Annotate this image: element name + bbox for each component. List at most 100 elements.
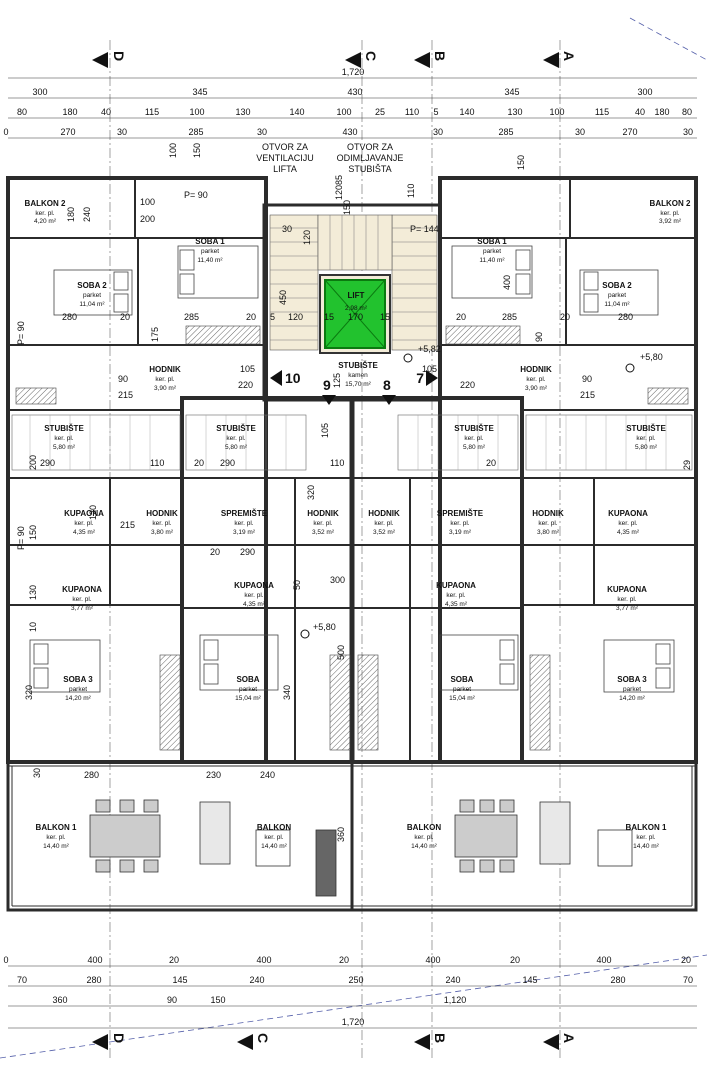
- svg-text:270: 270: [60, 127, 75, 137]
- svg-text:14,40 m²: 14,40 m²: [411, 843, 437, 850]
- svg-text:3,77 m²: 3,77 m²: [616, 605, 639, 612]
- room-label: STUBIŠTE kamen 15,70 m²: [338, 361, 378, 388]
- svg-text:LIFTA: LIFTA: [273, 164, 297, 174]
- room-label: KUPAONA ker. pl. 4,35 m²: [436, 581, 476, 608]
- svg-text:KUPAONA: KUPAONA: [62, 585, 102, 594]
- svg-text:11,04 m²: 11,04 m²: [604, 301, 630, 308]
- svg-text:140: 140: [459, 107, 474, 117]
- svg-text:100: 100: [336, 107, 351, 117]
- svg-text:270: 270: [622, 127, 637, 137]
- svg-text:200: 200: [28, 455, 38, 470]
- top-dimension-lines: [8, 77, 697, 139]
- svg-text:parket: parket: [608, 292, 626, 299]
- bottom-dimension-lines: [8, 965, 697, 1029]
- svg-text:ker. pl.: ker. pl.: [234, 520, 253, 527]
- svg-text:4,20 m²: 4,20 m²: [34, 218, 57, 225]
- room-label: STUBIŠTE ker. pl. 5,80 m²: [216, 424, 256, 451]
- svg-text:30: 30: [282, 224, 292, 234]
- svg-text:SPREMIŠTE: SPREMIŠTE: [437, 509, 484, 518]
- svg-text:100: 100: [549, 107, 564, 117]
- svg-text:150: 150: [28, 525, 38, 540]
- svg-text:BALKON: BALKON: [407, 823, 441, 832]
- svg-text:450: 450: [278, 290, 288, 305]
- svg-text:STUBIŠTA: STUBIŠTA: [348, 164, 391, 174]
- svg-text:30: 30: [683, 127, 693, 137]
- room-label: KUPAONA ker. pl. 4,35 m²: [608, 509, 648, 536]
- svg-text:115: 115: [145, 107, 159, 117]
- svg-text:400: 400: [425, 955, 440, 965]
- svg-text:BALKON 2: BALKON 2: [25, 199, 66, 208]
- svg-text:parket: parket: [201, 248, 219, 255]
- svg-text:29: 29: [682, 460, 692, 470]
- svg-text:400: 400: [596, 955, 611, 965]
- svg-text:SOBA 1: SOBA 1: [477, 237, 507, 246]
- svg-text:40: 40: [101, 107, 111, 117]
- svg-text:30: 30: [257, 127, 267, 137]
- svg-text:145: 145: [172, 975, 187, 985]
- svg-text:430: 430: [342, 127, 357, 137]
- section-mark: 10: [285, 370, 301, 386]
- svg-text:ker. pl.: ker. pl.: [660, 210, 679, 217]
- svg-text:110: 110: [405, 107, 419, 117]
- svg-text:SOBA: SOBA: [236, 675, 259, 684]
- svg-text:KUPAONA: KUPAONA: [64, 509, 104, 518]
- axis-markers-top: D C B A: [92, 51, 577, 68]
- svg-text:+5,80: +5,80: [640, 352, 663, 362]
- axis-label: B: [432, 1033, 448, 1043]
- svg-text:90: 90: [582, 374, 592, 384]
- room-label: SOBA 2 parket 11,04 m²: [77, 281, 107, 308]
- room-label: STUBIŠTE ker. pl. 5,80 m²: [44, 424, 84, 451]
- svg-text:80: 80: [17, 107, 27, 117]
- svg-text:50: 50: [292, 580, 302, 590]
- svg-text:20: 20: [120, 312, 130, 322]
- room-label: SOBA 1 parket 11,40 m²: [477, 237, 507, 264]
- svg-text:290: 290: [220, 458, 235, 468]
- svg-text:220: 220: [460, 380, 475, 390]
- svg-text:+5,82: +5,82: [418, 344, 441, 354]
- svg-text:215: 215: [580, 390, 595, 400]
- room-label: HODNIK ker. pl. 3,90 m²: [520, 365, 552, 392]
- svg-text:5,80 m²: 5,80 m²: [635, 444, 658, 451]
- levels: +5,82 +5,80 +5,80: [300, 344, 663, 639]
- svg-text:300: 300: [637, 87, 652, 97]
- svg-text:120: 120: [288, 312, 303, 322]
- svg-text:11,40 m²: 11,40 m²: [479, 257, 505, 264]
- room-label: KUPAONA ker. pl. 3,77 m²: [62, 585, 102, 612]
- svg-text:SOBA 3: SOBA 3: [63, 675, 93, 684]
- bottom-dim-row-3: 360 90 150 1,120: [52, 995, 466, 1005]
- svg-text:215: 215: [118, 390, 133, 400]
- svg-text:400: 400: [502, 275, 512, 290]
- room-label: SPREMIŠTE ker. pl. 3,19 m²: [221, 509, 268, 536]
- dim-row-3: 80 180 40 115 100 130 140 100 25 110 5 1…: [17, 107, 692, 117]
- dim-row-4: 0 270 30 285 30 430 30 285 30 270 30: [3, 127, 693, 137]
- svg-text:120: 120: [334, 185, 344, 200]
- svg-text:4,35 m²: 4,35 m²: [73, 529, 96, 536]
- svg-text:parket: parket: [69, 686, 87, 693]
- stair-treads: [270, 215, 437, 341]
- bottom-dim-row-1: 0 400 20 400 20 400 20 400 20: [3, 955, 691, 965]
- room-label: KUPAONA ker. pl. 4,35 m²: [234, 581, 274, 608]
- svg-text:ker. pl.: ker. pl.: [526, 376, 545, 383]
- svg-text:125: 125: [332, 373, 342, 388]
- main-staircase: [269, 214, 438, 351]
- svg-text:20: 20: [560, 312, 570, 322]
- room-label: STUBIŠTE ker. pl. 5,80 m²: [454, 424, 494, 451]
- svg-text:3,80 m²: 3,80 m²: [537, 529, 560, 536]
- svg-text:SPREMIŠTE: SPREMIŠTE: [221, 509, 268, 518]
- svg-text:85: 85: [334, 175, 344, 185]
- svg-text:180: 180: [66, 207, 76, 222]
- svg-text:130: 130: [507, 107, 522, 117]
- svg-text:ker. pl.: ker. pl.: [618, 520, 637, 527]
- svg-text:20: 20: [681, 955, 691, 965]
- svg-text:130: 130: [235, 107, 250, 117]
- room-label: HODNIK ker. pl. 3,52 m²: [307, 509, 339, 536]
- beds: [29, 245, 675, 693]
- svg-text:180: 180: [62, 107, 77, 117]
- room-label: BALKON 2 ker. pl. 3,92 m²: [650, 199, 691, 225]
- svg-text:HODNIK: HODNIK: [149, 365, 181, 374]
- svg-text:30: 30: [433, 127, 443, 137]
- room-label: BALKON ker. pl. 14,40 m²: [257, 823, 291, 850]
- room-label: KUPAONA ker. pl. 4,35 m²: [64, 509, 104, 536]
- svg-text:15: 15: [324, 312, 334, 322]
- svg-text:SOBA 2: SOBA 2: [602, 281, 632, 290]
